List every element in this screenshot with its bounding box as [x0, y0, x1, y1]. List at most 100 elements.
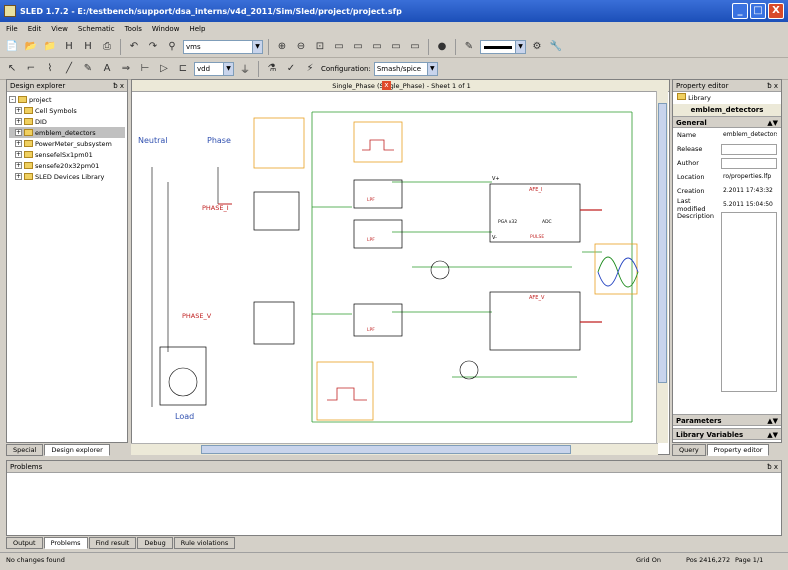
expand-icon[interactable]: +: [15, 140, 22, 147]
sine-wave: [597, 257, 639, 287]
window-icon[interactable]: ▭: [372, 41, 382, 52]
general-section[interactable]: General▲▼: [673, 116, 781, 128]
library-tab[interactable]: Library: [673, 92, 781, 104]
ground-icon[interactable]: ⏚: [240, 65, 250, 76]
close-tab-icon[interactable]: x: [382, 81, 391, 90]
menu-window[interactable]: Window: [151, 25, 180, 33]
settings-icon[interactable]: ⚙: [532, 41, 542, 52]
scrollbar-thumb[interactable]: [201, 445, 571, 454]
panel-controls[interactable]: ƀ x: [767, 463, 778, 471]
tree-item[interactable]: +sensefelSx1pm01: [9, 149, 125, 160]
window-icon[interactable]: ▭: [353, 41, 363, 52]
library-variables-section[interactable]: Library Variables▲▼: [673, 428, 781, 440]
parameters-section[interactable]: Parameters ▲▼: [673, 414, 781, 426]
tree-item[interactable]: +sensefe20x32pm01: [9, 160, 125, 171]
tree-item[interactable]: +SLED Devices Library: [9, 171, 125, 182]
collapse-icon[interactable]: -: [9, 96, 16, 103]
vdd-combo[interactable]: vdd▼: [194, 61, 234, 76]
tab-rule-violations[interactable]: Rule violations: [173, 537, 236, 549]
expand-icon[interactable]: +: [15, 107, 22, 114]
property-value: ro/properties.lfp: [723, 172, 772, 180]
check-icon[interactable]: ✓: [286, 63, 296, 74]
expand-icon[interactable]: +: [15, 118, 22, 125]
pencil-icon[interactable]: ✎: [83, 63, 93, 74]
probe-icon[interactable]: ⚗: [267, 63, 277, 74]
release-field[interactable]: [721, 143, 777, 155]
expand-icon[interactable]: +: [15, 162, 22, 169]
parameters-label: Parameters: [676, 417, 722, 425]
window-icon[interactable]: ▭: [410, 41, 420, 52]
tree-item-selected[interactable]: +emblem_detectors: [9, 127, 125, 138]
schematic-tab-title[interactable]: Single_Phase (Single_Phase) - Sheet 1 of…: [132, 80, 669, 92]
tab-design-explorer[interactable]: Design explorer: [44, 444, 110, 456]
zoom-out-icon[interactable]: ⊖: [296, 41, 306, 52]
configuration-combo[interactable]: Smash/spice▼: [373, 61, 438, 76]
window-icon[interactable]: ▭: [391, 41, 401, 52]
open-folder-icon[interactable]: 📂: [24, 41, 38, 52]
binoculars-icon[interactable]: ⚲: [168, 41, 176, 52]
menu-edit[interactable]: Edit: [27, 25, 42, 33]
wire-icon[interactable]: ⌐: [26, 63, 36, 74]
line-icon[interactable]: ╱: [65, 63, 73, 74]
menu-tools[interactable]: Tools: [124, 25, 142, 33]
redo-icon[interactable]: ↷: [148, 41, 158, 52]
wire-style-icon[interactable]: ✎: [464, 41, 474, 52]
port-icon[interactable]: ⇒: [121, 63, 131, 74]
close-button[interactable]: X: [768, 3, 784, 19]
panel-controls[interactable]: ƀ x: [767, 82, 778, 90]
zoom-fit-icon[interactable]: ⊡: [315, 41, 325, 52]
tree-item-project[interactable]: -project: [9, 94, 125, 105]
minimize-button[interactable]: _: [732, 3, 748, 19]
line-style-combo[interactable]: ▼: [480, 39, 526, 54]
save-all-icon[interactable]: H: [84, 41, 92, 52]
run-icon[interactable]: ⚡: [306, 63, 314, 74]
expand-icon[interactable]: +: [15, 173, 22, 180]
scrollbar-thumb[interactable]: [658, 103, 667, 383]
zoom-in-icon[interactable]: ⊕: [277, 41, 287, 52]
select-arrow-icon[interactable]: ↖: [7, 63, 17, 74]
menu-help[interactable]: Help: [189, 25, 206, 33]
tree-item[interactable]: +DID: [9, 116, 125, 127]
author-field[interactable]: [721, 157, 777, 169]
tree-item[interactable]: +Cell Symbols: [9, 105, 125, 116]
expand-icon[interactable]: +: [15, 129, 22, 136]
wires: [311, 111, 633, 423]
tab-output[interactable]: Output: [6, 537, 43, 549]
canvas-vertical-scrollbar[interactable]: [656, 91, 668, 443]
description-field[interactable]: [721, 212, 777, 392]
simulate-icon[interactable]: ●: [437, 41, 447, 52]
buffer-icon[interactable]: ▷: [160, 63, 168, 74]
afe-i-label: AFE_I: [529, 187, 543, 193]
bus-icon[interactable]: ⌇: [47, 63, 53, 74]
print-icon[interactable]: ⎙: [103, 41, 111, 52]
schematic-drawing[interactable]: [132, 92, 657, 442]
expand-icon[interactable]: +: [15, 151, 22, 158]
tree-item[interactable]: +PowerMeter_subsystem: [9, 138, 125, 149]
tab-property-editor[interactable]: Property editor: [706, 444, 770, 456]
new-file-icon[interactable]: 📄: [5, 41, 19, 52]
menu-file[interactable]: File: [6, 25, 18, 33]
tab-query[interactable]: Query: [672, 444, 706, 456]
tag-icon[interactable]: ⊏: [178, 63, 188, 74]
undo-icon[interactable]: ↶: [129, 41, 139, 52]
collapse-icon[interactable]: ▲▼: [767, 417, 778, 425]
menu-schematic[interactable]: Schematic: [77, 25, 115, 33]
collapse-icon[interactable]: ▲▼: [767, 119, 778, 127]
window-icon[interactable]: ▭: [334, 41, 344, 52]
open-recent-icon[interactable]: 📁: [43, 41, 57, 52]
wrench-icon[interactable]: 🔧: [549, 41, 563, 52]
canvas-horizontal-scrollbar[interactable]: [131, 443, 658, 455]
save-icon[interactable]: H: [65, 41, 73, 52]
tab-special[interactable]: Special: [6, 444, 44, 456]
panel-controls[interactable]: ƀ x: [113, 82, 124, 90]
tab-debug[interactable]: Debug: [137, 537, 173, 549]
search-combo[interactable]: vms▼: [183, 39, 263, 54]
tab-find-result[interactable]: Find result: [88, 537, 137, 549]
schematic-canvas[interactable]: Single_Phase (Single_Phase) - Sheet 1 of…: [131, 79, 670, 455]
maximize-button[interactable]: □: [750, 3, 766, 19]
collapse-icon[interactable]: ▲▼: [767, 431, 778, 439]
menu-view[interactable]: View: [51, 25, 68, 33]
tab-problems[interactable]: Problems: [43, 537, 88, 549]
pin-icon[interactable]: ⊢: [140, 63, 150, 74]
text-icon[interactable]: A: [103, 63, 111, 74]
